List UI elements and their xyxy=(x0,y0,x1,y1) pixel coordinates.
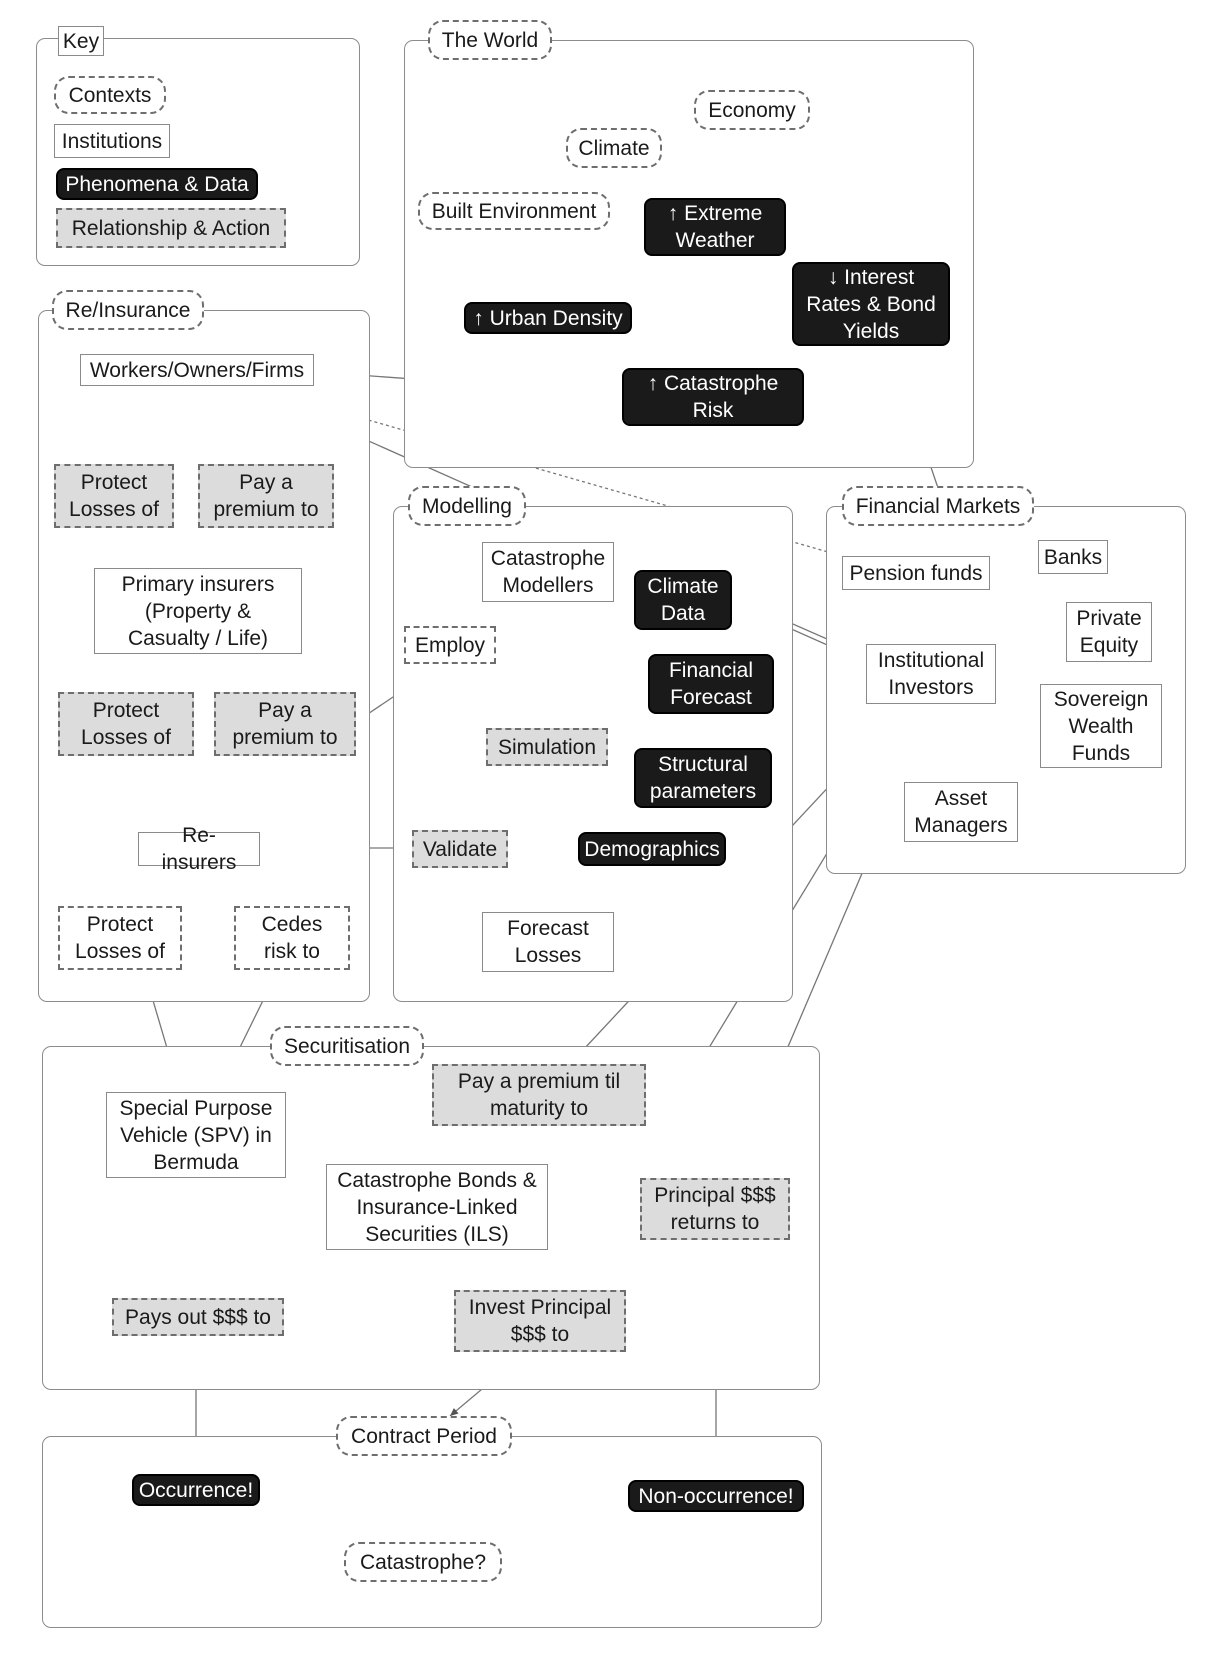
forecast-losses-node: Forecast Losses xyxy=(482,912,614,972)
extreme-weather-node: ↑ Extreme Weather xyxy=(644,198,786,256)
sovereign-wealth-funds-node: Sovereign Wealth Funds xyxy=(1040,684,1162,768)
key-relationship-action: Relationship & Action xyxy=(56,208,286,248)
asset-managers-node: Asset Managers xyxy=(904,782,1018,842)
principal-returns-node: Principal $$$ returns to xyxy=(640,1178,790,1240)
invest-principal-node: Invest Principal $$$ to xyxy=(454,1290,626,1352)
economy-node: Economy xyxy=(694,90,810,130)
interest-rates-node: ↓ Interest Rates & Bond Yields xyxy=(792,262,950,346)
reinsurers-node: Re-insurers xyxy=(138,824,260,874)
catastrophe-question-node: Catastrophe? xyxy=(344,1542,502,1582)
climate-node: Climate xyxy=(566,128,662,168)
cat-bonds-ils-node: Catastrophe Bonds & Insurance-Linked Sec… xyxy=(326,1164,548,1250)
primary-insurers-node: Primary insurers (Property & Casualty / … xyxy=(94,568,302,654)
pays-out-node: Pays out $$$ to xyxy=(112,1298,284,1336)
financial-forecast-node: Financial Forecast xyxy=(648,654,774,714)
key-title: Key xyxy=(58,26,104,56)
simulation-node: Simulation xyxy=(486,728,608,766)
workers-owners-firms-node: Workers/Owners/Firms xyxy=(80,354,314,386)
spv-node: Special Purpose Vehicle (SPV) in Bermuda xyxy=(106,1092,286,1178)
contract-period-group xyxy=(42,1436,822,1628)
pay-premium-2: Pay a premium to xyxy=(214,692,356,756)
protect-losses-3: Protect Losses of xyxy=(58,906,182,970)
non-occurrence-node: Non-occurrence! xyxy=(628,1480,804,1512)
pay-premium-1: Pay a premium to xyxy=(198,464,334,528)
key-contexts: Contexts xyxy=(54,76,166,114)
private-equity-node: Private Equity xyxy=(1066,602,1152,662)
protect-losses-1: Protect Losses of xyxy=(54,464,174,528)
pay-premium-til-maturity: Pay a premium til maturity to xyxy=(432,1064,646,1126)
modelling-title: Modelling xyxy=(408,486,526,526)
key-phenomena-data: Phenomena & Data xyxy=(56,168,258,200)
reinsurance-group xyxy=(38,310,370,1002)
reinsurance-title: Re/Insurance xyxy=(52,290,204,330)
built-environment-node: Built Environment xyxy=(418,192,610,230)
pension-funds-node: Pension funds xyxy=(842,556,990,590)
employ-node: Employ xyxy=(404,626,496,664)
demographics-node: Demographics xyxy=(578,832,726,866)
banks-node: Banks xyxy=(1038,540,1108,574)
contract-period-title: Contract Period xyxy=(336,1416,512,1456)
urban-density-node: ↑ Urban Density xyxy=(464,302,632,334)
occurrence-node: Occurrence! xyxy=(132,1474,260,1506)
catastrophe-risk-node: ↑ Catastrophe Risk xyxy=(622,368,804,426)
validate-node: Validate xyxy=(412,830,508,868)
securitisation-title: Securitisation xyxy=(270,1026,424,1066)
cedes-risk-node: Cedes risk to xyxy=(234,906,350,970)
institutional-investors-node: Institutional Investors xyxy=(866,644,996,704)
world-title: The World xyxy=(428,20,552,60)
climate-data-node: Climate Data xyxy=(634,570,732,630)
key-institutions: Institutions xyxy=(54,124,170,158)
protect-losses-2: Protect Losses of xyxy=(58,692,194,756)
structural-parameters-node: Structural parameters xyxy=(634,748,772,808)
cat-modellers-node: Catastrophe Modellers xyxy=(482,542,614,602)
financial-markets-title: Financial Markets xyxy=(842,486,1034,526)
